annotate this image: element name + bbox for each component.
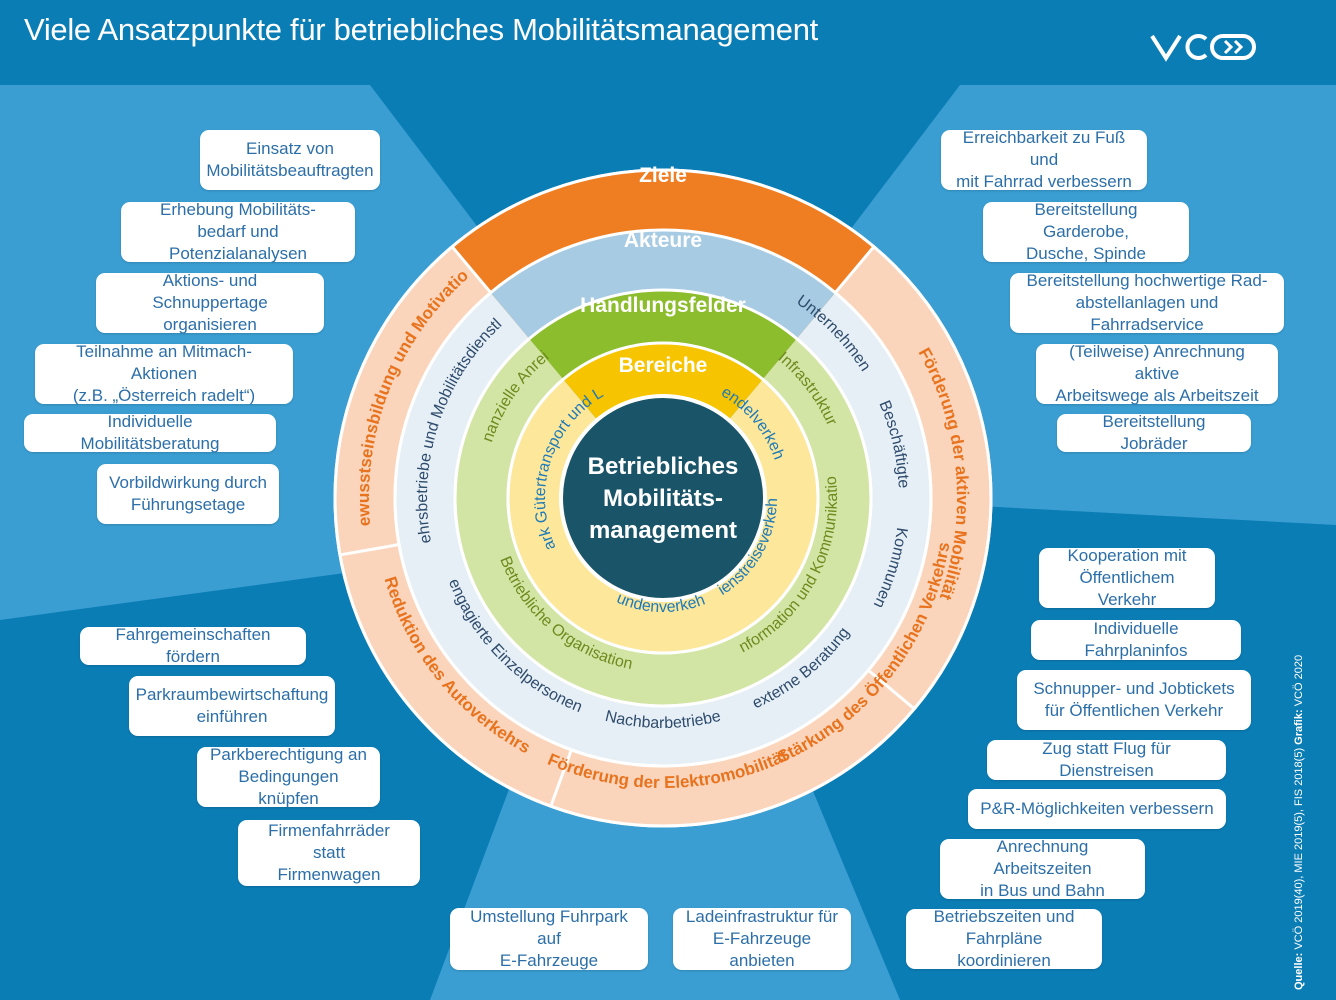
- measure-box: Parkberechtigung an Bedingungen knüpfen: [197, 745, 380, 808]
- measure-box: Schnupper- und Jobtickets für Öffentlich…: [1017, 670, 1251, 730]
- center-title: Mobilitäts-: [603, 485, 723, 512]
- measure-box: Erreichbarkeit zu Fuß und mit Fahrrad ve…: [941, 128, 1147, 191]
- measure-box: Bereitstellung Garderobe, Dusche, Spinde: [983, 200, 1189, 263]
- measure-box: Erhebung Mobilitäts- bedarf und Potenzia…: [121, 200, 355, 263]
- center-title: management: [589, 517, 737, 544]
- source-note: Quelle: VCÖ 2019(40), MIE 2019(5), FIS 2…: [1293, 654, 1305, 990]
- measure-box: Fahrgemeinschaften fördern: [80, 625, 306, 666]
- measure-box: Zug statt Flug für Dienstreisen: [987, 739, 1226, 780]
- vco-logo: [1150, 34, 1256, 62]
- measure-box: Parkraumbewirtschaftung einführen: [129, 676, 335, 736]
- measure-box: Ladeinfrastruktur für E-Fahrzeuge anbiet…: [673, 907, 851, 970]
- sector-label-bereiche: Bereiche: [619, 354, 708, 377]
- center-circle: [559, 394, 767, 602]
- sector-label-ziele: Ziele: [639, 164, 687, 187]
- measure-box: Betriebszeiten und Fahrpläne koordiniere…: [906, 907, 1102, 970]
- measure-box: Firmenfahrräder statt Firmenwagen: [238, 820, 420, 886]
- measure-box: Teilnahme an Mitmach-Aktionen (z.B. „Öst…: [35, 342, 293, 405]
- measure-box: Individuelle Mobilitätsberatung: [24, 412, 276, 453]
- sector-label-handlungsfelder: Handlungsfelder: [580, 294, 746, 317]
- center-title: Betriebliches: [588, 453, 739, 480]
- measure-box: Umstellung Fuhrpark auf E-Fahrzeuge: [450, 907, 648, 970]
- measure-box: Kooperation mit Öffentlichem Verkehr: [1039, 546, 1215, 609]
- page-title: Viele Ansatzpunkte für betriebliches Mob…: [24, 12, 818, 47]
- measure-box: Vorbildwirkung durch Führungsetage: [97, 464, 279, 524]
- measure-box: Aktions- und Schnuppertage organisieren: [96, 271, 324, 334]
- measure-box: Einsatz von Mobilitätsbeauftragten: [200, 130, 380, 190]
- measure-box: Anrechnung Arbeitszeiten in Bus und Bahn: [940, 837, 1145, 900]
- measure-box: Bereitstellung Jobräder: [1057, 412, 1251, 453]
- measure-box: Individuelle Fahrplaninfos: [1031, 619, 1241, 660]
- sector-label-akteure: Akteure: [624, 229, 702, 252]
- measure-box: Bereitstellung hochwertige Rad- abstella…: [1010, 271, 1284, 334]
- measure-box: (Teilweise) Anrechnung aktive Arbeitsweg…: [1036, 342, 1278, 405]
- measure-box: P&R-Möglichkeiten verbessern: [968, 789, 1226, 829]
